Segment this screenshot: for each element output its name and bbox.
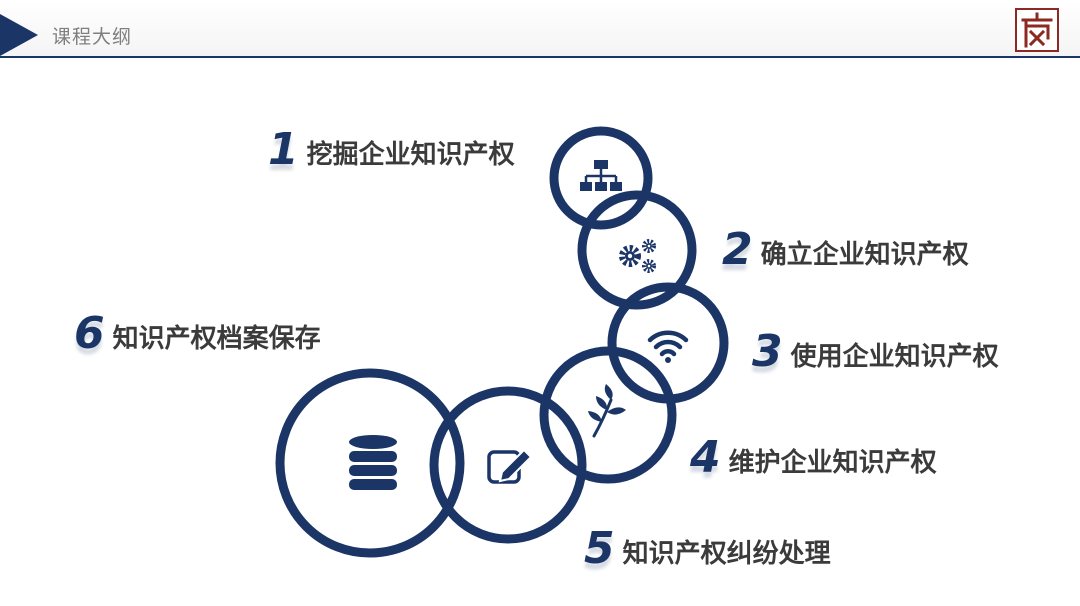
leaf-icon [588,384,626,438]
step-2-label: 2 确立企业知识产权 [722,228,969,272]
edit-icon [487,448,533,484]
circle-step-3 [607,282,729,404]
step-3-text: 使用企业知识产权 [790,342,999,372]
circle-step-2 [577,190,697,310]
step-3-number: 3 [752,326,783,377]
step-3-label: 3 使用企业知识产权 [752,330,999,374]
step-5-label: 5 知识产权纠纷处理 [584,527,831,571]
step-1-text: 挖掘企业知识产权 [306,140,515,170]
step-4-number: 4 [690,432,721,483]
circle-step-5 [429,386,587,544]
circle-step-1 [549,126,653,230]
step-4-text: 维护企业知识产权 [728,448,937,478]
step-6-text: 知识产权档案保存 [112,324,321,354]
step-4-label: 4 维护企业知识产权 [690,436,937,480]
wifi-icon [647,330,689,363]
step-5-text: 知识产权纠纷处理 [622,539,831,569]
step-6-label: 6 知识产权档案保存 [74,312,321,356]
step-1-label: 1 挖掘企业知识产权 [268,128,515,172]
gears-icon [619,239,656,273]
header-divider [0,56,1080,58]
circle-step-6 [275,368,465,558]
page-title: 课程大纲 [52,26,133,48]
logo [1015,8,1059,52]
step-5-number: 5 [584,523,615,574]
step-2-text: 确立企业知识产权 [760,240,969,270]
header-accent-triangle [0,14,38,56]
step-1-number: 1 [268,124,299,175]
database-icon [349,435,397,490]
logo-mark-icon [1021,12,1053,48]
step-2-number: 2 [722,224,753,275]
header-band [0,0,1080,58]
step-6-number: 6 [74,308,105,359]
hierarchy-icon [580,160,622,191]
circle-step-4 [539,346,677,484]
